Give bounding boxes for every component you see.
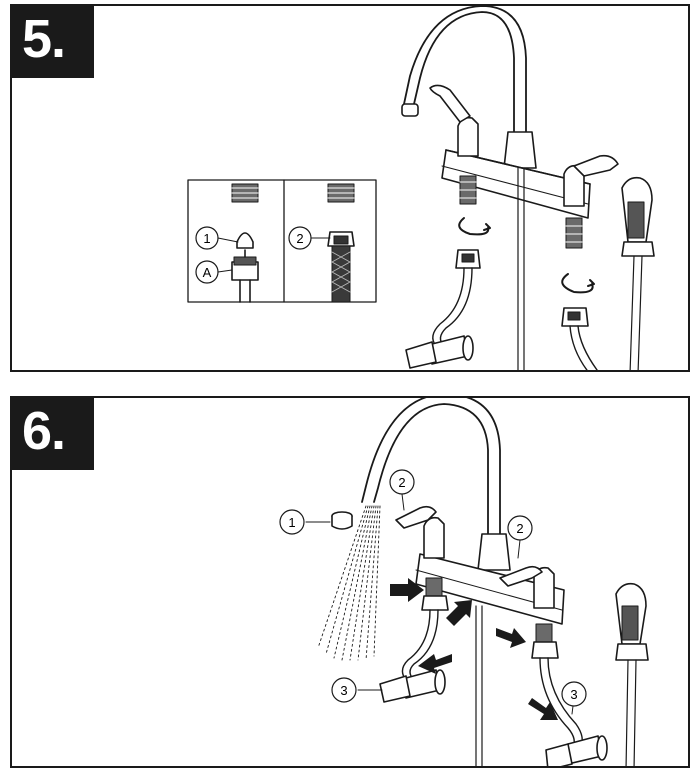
faucet-illustration	[401, 6, 619, 370]
rotate-arrow-icon	[458, 217, 595, 294]
faucet-illustration	[361, 398, 565, 766]
callout-circle-a	[195, 260, 219, 284]
shutoff-valve-illustration	[379, 669, 446, 703]
callout-label-1: 1	[203, 231, 210, 246]
callout-group-5: 1 A 2	[195, 226, 312, 284]
callout-label-2-right: 2	[516, 521, 523, 536]
push-arrow-icon-5	[528, 698, 558, 720]
push-arrow-icon-1	[390, 578, 424, 602]
step-5-illustration: 1 A 2	[187, 6, 655, 370]
step-6-illustration: 1 2 2 3 3	[279, 398, 649, 766]
step-5-panel: 5.	[10, 4, 690, 372]
step-6-panel: 6.	[10, 396, 690, 768]
side-sprayer-illustration	[621, 176, 655, 370]
callout-label-3-right: 3	[570, 687, 577, 702]
push-arrow-icon-2	[446, 600, 472, 626]
callout-circle-2-left	[389, 469, 415, 495]
callout-label-2: 2	[296, 231, 303, 246]
supply-hose-illustration	[432, 249, 481, 347]
inset-diagram	[187, 179, 377, 303]
callout-circle-2	[288, 226, 312, 250]
callout-circle-1	[279, 509, 305, 535]
callout-circle-3-left	[331, 677, 357, 703]
callout-circle-1	[195, 226, 219, 250]
callout-label-2-left: 2	[398, 475, 405, 490]
shutoff-valve-illustration	[405, 335, 474, 369]
push-arrow-icon-3	[496, 628, 526, 648]
push-arrow-icon	[390, 578, 558, 720]
step-5-number: 5.	[12, 6, 94, 78]
callout-group-6: 1 2 2 3 3	[279, 469, 587, 707]
callout-circle-3-right	[561, 681, 587, 707]
callout-circle-2-right	[507, 515, 533, 541]
callout-label-1: 1	[288, 515, 295, 530]
supply-hose-illustration	[401, 595, 449, 681]
callout-label-3-left: 3	[340, 683, 347, 698]
water-spray	[317, 505, 381, 661]
supply-hose-illustration-right	[561, 307, 598, 370]
shutoff-valve-illustration-right	[545, 735, 608, 766]
step-6-number: 6.	[12, 398, 94, 470]
side-sprayer-illustration	[615, 582, 649, 766]
push-arrow-icon-4	[418, 654, 452, 674]
aerator-part	[331, 511, 353, 530]
callout-label-a: A	[203, 265, 212, 280]
